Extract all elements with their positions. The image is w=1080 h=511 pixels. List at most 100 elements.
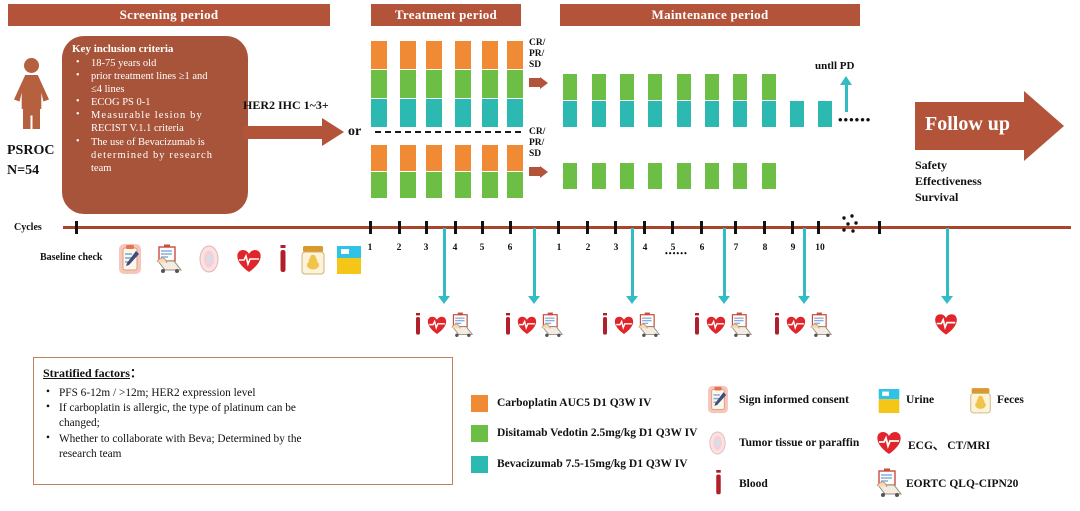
timeline-tick (791, 221, 794, 234)
treatment-bar-carboplatin (426, 145, 442, 171)
randomization-arrow-head (322, 118, 344, 146)
banner-screening-period: Screening period (8, 4, 330, 26)
bevacizumab-swatch (471, 456, 488, 473)
treatment-bar-bevacizumab (455, 99, 471, 127)
response-line: CR/ (529, 127, 546, 137)
treatment-bar-carboplatin (455, 145, 471, 171)
list-item: PFS 6-12m / >12m; HER2 expression level (43, 385, 443, 401)
assessment-arrow-head (626, 296, 638, 304)
treatment-bar-bevacizumab (482, 99, 498, 127)
maintenance-bar-bevacizumab (648, 101, 662, 127)
timeline-tick (878, 221, 881, 234)
blood-tube-icon (280, 245, 286, 272)
cycle-number: 2 (396, 243, 402, 253)
blood-tube-icon (775, 313, 779, 335)
questionnaire-icon (730, 312, 753, 337)
key-inclusion-criteria-card: Key inclusion criteria 18-75 years old p… (62, 36, 248, 214)
endpoint-effectiveness: Effectiveness (915, 174, 982, 188)
follow-up-endpoints: Safety Effectiveness Survival (915, 157, 982, 205)
questionnaire-icon (541, 312, 564, 337)
treatment-bar-disitamab (400, 70, 416, 98)
inclusion-list: 18-75 years old prior treatment lines ≥1… (72, 56, 238, 175)
timeline-tick (734, 221, 737, 234)
cycle-number: 10 (815, 243, 825, 253)
baseline-check-label: Baseline check (40, 252, 103, 263)
stratified-title-colon: ： (129, 366, 142, 380)
questionnaire-icon (156, 244, 183, 273)
treatment-bar-disitamab (426, 172, 442, 198)
assessment-line (631, 228, 634, 300)
timeline-tick (586, 221, 589, 234)
treatment-bar-carboplatin (507, 41, 523, 69)
sample-size-label: N=54 (7, 163, 40, 178)
assessment-line (533, 228, 536, 300)
maintenance-bar-disitamab (563, 163, 577, 189)
until-pd-arrow (845, 84, 848, 112)
response-arrow-head-top (540, 76, 548, 89)
questionnaire-icon (810, 312, 833, 337)
cycle-number: 9 (790, 243, 796, 253)
list-item: 18-75 years old (72, 56, 238, 70)
arm-divider-dashes (375, 131, 521, 133)
until-pd-label: untll PD (815, 60, 855, 72)
treatment-bar-bevacizumab (400, 99, 416, 127)
maintenance-bar-disitamab (592, 74, 606, 100)
heart-ecg-icon (877, 432, 901, 454)
stratified-list: PFS 6-12m / >12m; HER2 expression level … (43, 385, 443, 462)
timeline-break-dots (838, 214, 864, 239)
list-item-cont: determined by research (91, 149, 214, 161)
treatment-bar-carboplatin (482, 145, 498, 171)
maintenance-bar-bevacizumab (818, 101, 832, 127)
assessment-line (803, 228, 806, 300)
maintenance-bar-bevacizumab (705, 101, 719, 127)
treatment-bar-bevacizumab (371, 99, 387, 127)
tissue-sample-icon (199, 245, 219, 273)
treatment-bar-disitamab (507, 172, 523, 198)
feces-jar-icon (301, 246, 325, 275)
bevacizumab-legend-label: Bevacizumab 7.5-15mg/kg D1 Q3W IV (497, 458, 688, 470)
maintenance-bar-disitamab (648, 74, 662, 100)
response-line: PR/ (529, 138, 545, 148)
list-item: If carboplatin is allergic, the type of … (43, 400, 443, 416)
timeline-tick (671, 221, 674, 234)
follow-up-arrow-head (1024, 91, 1064, 161)
blood-tube-icon (695, 313, 699, 335)
treatment-bar-disitamab (400, 172, 416, 198)
maintenance-bar-bevacizumab (620, 101, 634, 127)
assessment-arrow-head (528, 296, 540, 304)
assessment-arrow-head (438, 296, 450, 304)
timeline-tick (369, 221, 372, 234)
timeline-tick (557, 221, 560, 234)
maintenance-bar-disitamab (648, 163, 662, 189)
cycle-number: 6 (699, 243, 705, 253)
population-label: PSROC (7, 143, 55, 158)
assessment-arrow-head (798, 296, 810, 304)
maintenance-bar-bevacizumab (733, 101, 747, 127)
maintenance-bar-bevacizumab (563, 101, 577, 127)
assessment-arrow-head (718, 296, 730, 304)
treatment-bar-disitamab (455, 70, 471, 98)
clipboard-pen-icon (708, 385, 728, 414)
response-line: PR/ (529, 49, 545, 59)
urine-cup-icon (878, 389, 900, 413)
timeline-break-dots-svg (842, 214, 858, 233)
heart-ecg-icon (237, 250, 261, 272)
until-pd-arrow-head (840, 76, 852, 85)
maintenance-bar-disitamab (620, 163, 634, 189)
treatment-bar-disitamab (426, 70, 442, 98)
treatment-bar-carboplatin (482, 41, 498, 69)
maintenance-bar-disitamab (762, 74, 776, 100)
cycle-number: 4 (642, 243, 648, 253)
treatment-bar-carboplatin (426, 41, 442, 69)
list-item-cont: ≤4 lines (91, 84, 125, 96)
blood-tube-icon (506, 313, 510, 335)
questionnaire-icon (451, 312, 474, 337)
questionnaire-icon (876, 468, 903, 497)
cycle-number: 1 (556, 243, 562, 253)
banner-maintenance-period: Maintenance period (560, 4, 860, 26)
carboplatin-swatch (471, 395, 488, 412)
timeline-tick (763, 221, 766, 234)
heart-ecg-icon (786, 316, 806, 335)
or-label: or (348, 124, 362, 139)
maintenance-bar-disitamab (705, 163, 719, 189)
